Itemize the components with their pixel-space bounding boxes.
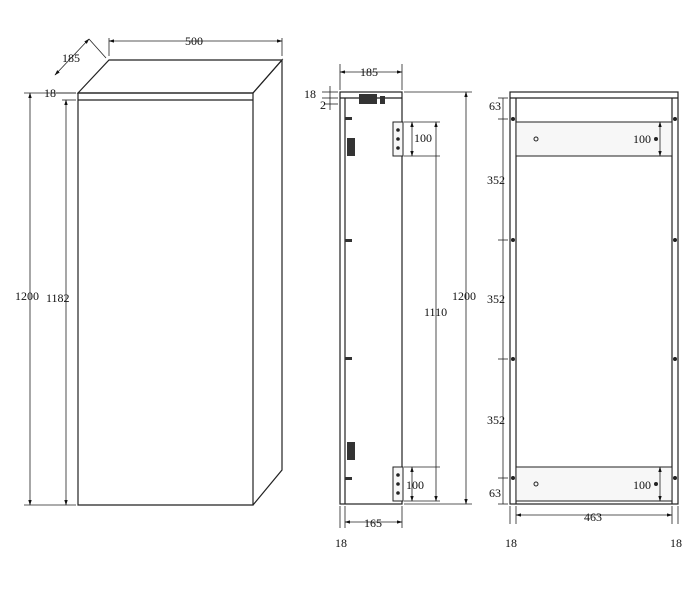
- dim-iso-width: 500: [185, 34, 203, 48]
- dim-front-rail-top: 100: [633, 132, 651, 146]
- front-rail-bottom-hole-right: [654, 482, 658, 486]
- dim-front-bottom-gap: 63: [489, 486, 501, 500]
- dim-side-inner-span: 1110: [424, 305, 447, 319]
- dim-side-rail-top: 100: [414, 131, 432, 145]
- dim-side-bottom-thickness: 18: [335, 536, 347, 550]
- side-rail-top-hole-3: [396, 146, 400, 150]
- dim-front-shelf-2: 352: [487, 292, 505, 306]
- front-pin-l3: [511, 357, 515, 361]
- top-fitting: [359, 94, 377, 104]
- dim-front-shelf-1: 352: [487, 173, 505, 187]
- top-fitting-small: [380, 96, 385, 104]
- dim-side-height: 1200: [452, 289, 476, 303]
- front-pin-l1: [511, 117, 515, 121]
- side-rail-top-hole-2: [396, 137, 400, 141]
- dim-side-inner-depth: 165: [364, 516, 382, 530]
- front-rail-top: [515, 121, 673, 157]
- lower-hinge: [347, 442, 355, 460]
- dim-side-gap: 2: [320, 98, 326, 112]
- dim-iso-depth-line: [54, 38, 90, 76]
- dim-front-left-panel: 18: [505, 536, 517, 550]
- shelf-pin-3: [345, 357, 352, 360]
- side-view: 185 18 2 100 100 1110 1200 165 18: [304, 64, 476, 550]
- front-outer: [509, 91, 679, 505]
- dim-iso-inner-height: 1182: [46, 291, 70, 305]
- side-panel: [339, 91, 403, 505]
- front-rail-bottom: [515, 466, 673, 502]
- dim-front-shelf-3: 352: [487, 413, 505, 427]
- dim-iso-height: 1200: [15, 289, 39, 303]
- dim-front-rail-bottom: 100: [633, 478, 651, 492]
- side-rail-bottom-hole-3: [396, 491, 400, 495]
- front-pin-r2: [673, 238, 677, 242]
- front-view: 63 352 352 352 63 100 100 463 18 18: [487, 91, 682, 550]
- dim-front-top-gap: 63: [489, 99, 501, 113]
- dim-iso-depth: 185: [62, 51, 80, 65]
- shelf-pin-4: [345, 477, 352, 480]
- side-rail-bottom-hole-1: [396, 473, 400, 477]
- iso-side-face: [252, 58, 283, 506]
- front-rail-top-hole-left: [533, 136, 539, 142]
- front-rail-bottom-hole-left: [533, 481, 539, 487]
- front-pin-r1: [673, 117, 677, 121]
- dim-front-right-panel: 18: [670, 536, 682, 550]
- iso-view: 500 185 18 1200 1182: [15, 34, 284, 506]
- front-pin-l2: [511, 238, 515, 242]
- shelf-pin-1: [345, 117, 352, 120]
- front-pin-l4: [511, 476, 515, 480]
- dim-side-top-thickness: 18: [304, 87, 316, 101]
- side-rail-bottom-hole-2: [396, 482, 400, 486]
- side-rail-top-hole-1: [396, 128, 400, 132]
- front-pin-r4: [673, 476, 677, 480]
- dim-iso-depth-ext: [88, 38, 107, 59]
- front-pin-r3: [673, 357, 677, 361]
- shelf-pin-2: [345, 239, 352, 242]
- upper-hinge: [347, 138, 355, 156]
- iso-front-face: [77, 92, 254, 506]
- dim-side-rail-bottom: 100: [406, 478, 424, 492]
- front-rail-top-hole-right: [654, 137, 658, 141]
- dim-front-inner-width: 463: [584, 510, 602, 524]
- iso-top-face: [76, 59, 284, 94]
- dim-side-depth: 185: [360, 65, 378, 79]
